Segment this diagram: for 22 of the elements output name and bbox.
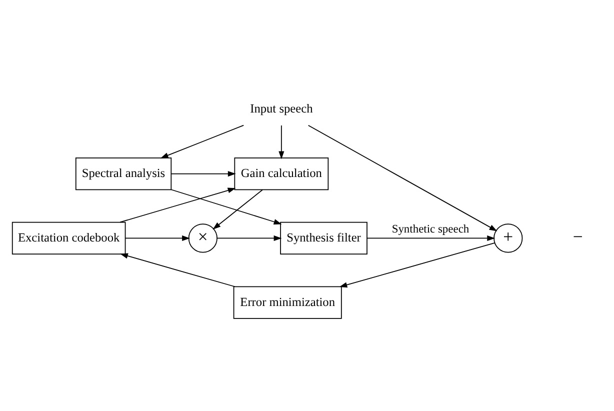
arrow <box>308 124 498 231</box>
node-box: Gain calculation <box>234 156 329 190</box>
node-circle: × <box>188 223 218 252</box>
arrow <box>216 234 282 240</box>
arrow <box>120 252 236 287</box>
node-circle: + <box>494 223 523 252</box>
arrow <box>170 188 282 224</box>
arrow <box>366 234 496 240</box>
arrow <box>339 242 496 288</box>
node-text: Input speech <box>250 101 313 116</box>
node-box: Error minimization <box>233 286 342 318</box>
node-box: Spectral analysis <box>75 156 172 190</box>
arrow <box>170 170 236 176</box>
arrow <box>278 124 284 159</box>
label: − <box>572 226 583 246</box>
node-box: Excitation codebook <box>12 221 126 254</box>
arrow <box>124 234 190 240</box>
arrow <box>212 188 263 229</box>
node-box: Synthesis filter <box>280 221 368 254</box>
edge-label: Synthetic speech <box>392 222 470 235</box>
arrow <box>160 124 244 158</box>
arrow <box>120 187 236 222</box>
